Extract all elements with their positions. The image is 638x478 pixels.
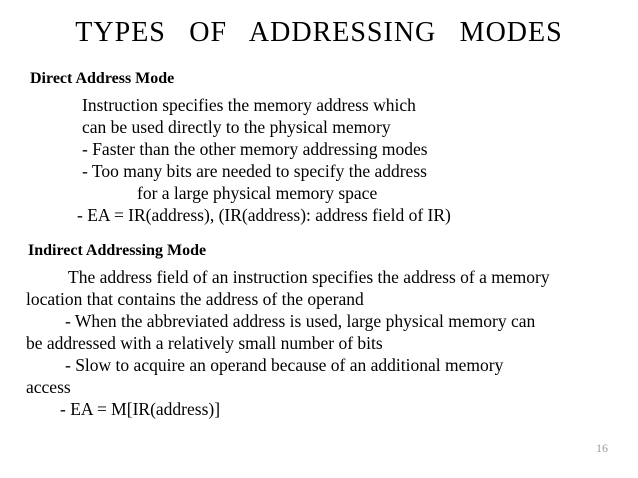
text-line: - Faster than the other memory addressin… <box>82 139 428 159</box>
section-heading: Direct Address Mode <box>30 70 175 87</box>
slide-title: TYPES OF ADDRESSING MODES <box>75 17 563 48</box>
text-line: The address field of an instruction spec… <box>68 267 550 287</box>
section-heading: Indirect Addressing Mode <box>28 242 207 259</box>
text-line: Instruction specifies the memory address… <box>82 95 416 115</box>
slide-body: Direct Address Mode Instruction specifie… <box>0 68 638 420</box>
text-line: - EA = IR(address), (IR(address): addres… <box>77 205 451 225</box>
text-line: - EA = M[IR(address)] <box>60 399 221 419</box>
text-line: access <box>26 377 71 397</box>
text-line: can be used directly to the physical mem… <box>82 117 391 137</box>
section-indirect-addressing-mode: Indirect Addressing Mode The address fie… <box>0 240 638 420</box>
text-line: for a large physical memory space <box>137 183 378 203</box>
text-line: - When the abbreviated address is used, … <box>65 311 536 331</box>
section-direct-address-mode: Direct Address Mode Instruction specifie… <box>0 68 638 226</box>
text-line: - Too many bits are needed to specify th… <box>82 161 427 181</box>
text-line: - Slow to acquire an operand because of … <box>65 355 504 375</box>
text-line: location that contains the address of th… <box>26 289 364 309</box>
page-number: 16 <box>596 441 608 455</box>
text-line: be addressed with a relatively small num… <box>26 333 383 353</box>
